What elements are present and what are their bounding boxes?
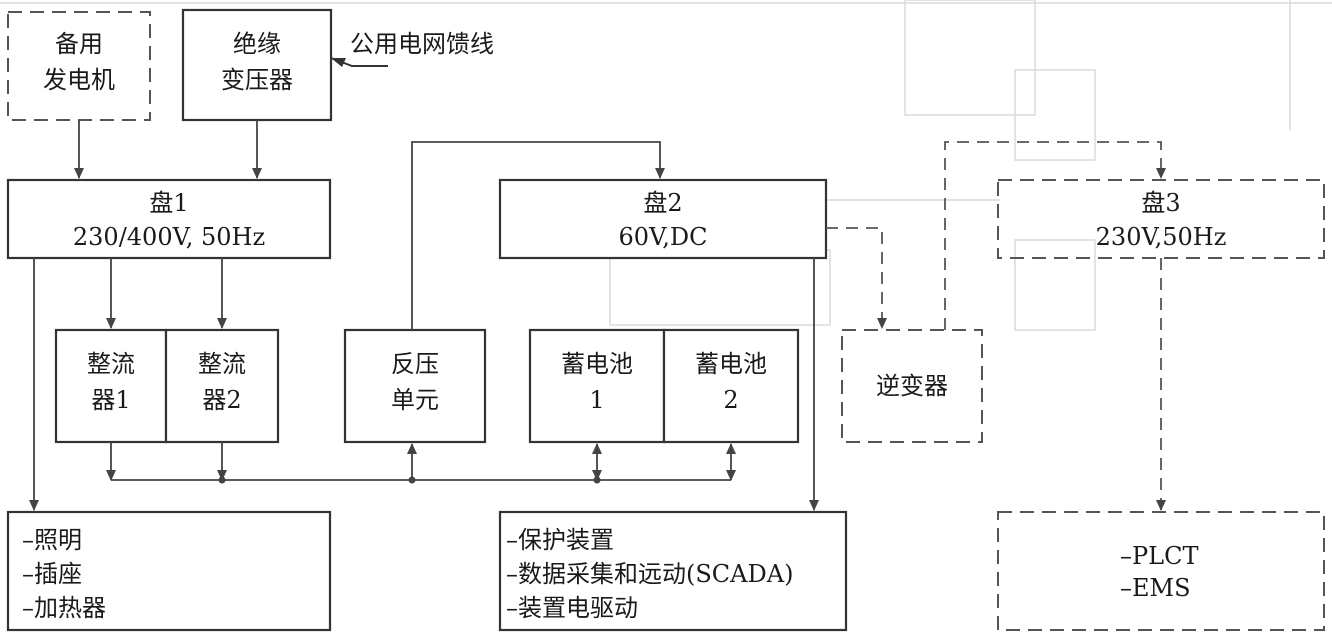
background-artifacts	[0, 0, 1332, 331]
panel3-load-ems: –EMS	[1120, 574, 1191, 602]
isolation-transformer-block: 绝缘 变压器	[181, 8, 333, 122]
backup-generator-block: 备用 发电机	[7, 11, 151, 121]
backup-generator-label-2: 发电机	[43, 66, 115, 94]
panel1-load-lighting: –照明	[22, 526, 82, 554]
backup-generator-label-1: 备用	[55, 30, 103, 58]
isolation-transformer-label-2: 变压器	[221, 66, 293, 94]
connections	[29, 120, 1166, 511]
panel1-loads-block: –照明 –插座 –加热器	[6, 510, 332, 632]
panel2-rating: 60V,DC	[619, 223, 708, 251]
panel1-load-heaters: –加热器	[22, 594, 106, 622]
rectifier2-label-2: 器2	[202, 386, 241, 414]
panel3-title: 盘3	[1141, 189, 1180, 217]
panel1-load-sockets: –插座	[22, 560, 82, 588]
panel2-loads-block: –保护装置 –数据采集和远动(SCADA) –装置电驱动	[498, 510, 848, 632]
counter-voltage-label-1: 反压	[391, 350, 439, 378]
panel1-block: 盘1 230/400V, 50Hz	[6, 178, 332, 260]
panel3-load-plct: –PLCT	[1120, 542, 1198, 570]
panel2-load-protection: –保护装置	[506, 526, 614, 554]
panel3-rating: 230V,50Hz	[1096, 223, 1227, 251]
panel2-load-drives: –装置电驱动	[506, 594, 638, 622]
battery2-label-1: 蓄电池	[695, 350, 767, 378]
panel2-load-scada: –数据采集和远动(SCADA)	[506, 560, 793, 588]
inverter-label: 逆变器	[876, 372, 948, 400]
battery1-label-2: 1	[589, 386, 604, 414]
grid-feeder-annotation: 公用电网馈线	[330, 30, 494, 67]
counter-voltage-unit-block: 反压 单元	[343, 328, 487, 444]
panel1-title: 盘1	[149, 189, 188, 217]
battery2-block: 蓄电池 2	[662, 328, 800, 444]
inverter-block: 逆变器	[841, 329, 983, 443]
isolation-transformer-label-1: 绝缘	[233, 30, 281, 58]
battery2-label-2: 2	[723, 386, 738, 414]
panel3-loads-block: –PLCT –EMS	[997, 511, 1325, 631]
rectifier1-label-1: 整流	[87, 350, 135, 378]
panel3-block: 盘3 230V,50Hz	[997, 179, 1325, 259]
rectifier2-label-1: 整流	[198, 350, 246, 378]
battery1-label-1: 蓄电池	[561, 350, 633, 378]
counter-voltage-label-2: 单元	[391, 386, 439, 414]
panel2-title: 盘2	[643, 189, 682, 217]
rectifier1-label-2: 器1	[91, 386, 130, 414]
grid-feeder-label: 公用电网馈线	[350, 30, 494, 58]
panel1-rating: 230/400V, 50Hz	[73, 223, 265, 251]
battery1-block: 蓄电池 1	[528, 328, 666, 444]
panel2-block: 盘2 60V,DC	[498, 178, 828, 260]
rectifier2-block: 整流 器2	[164, 328, 280, 444]
rectifier1-block: 整流 器1	[54, 328, 168, 444]
